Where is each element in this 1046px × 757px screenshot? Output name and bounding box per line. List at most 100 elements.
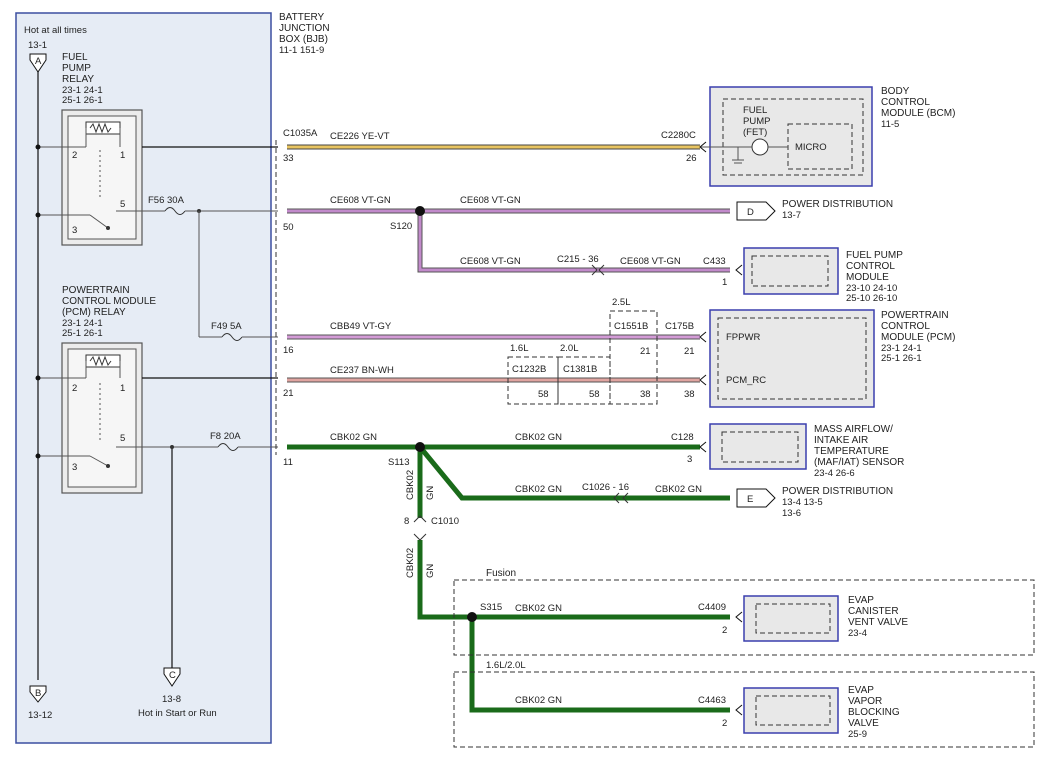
fuse-f56: F56 30A — [138, 195, 278, 337]
conn-c175b-pin-38: 38 — [684, 389, 695, 400]
fuse-f8: F8 20A — [138, 431, 278, 451]
pcm-relay-refs-1: 23-1 24-1 — [62, 318, 103, 329]
conn-c-note: Hot in Start or Run — [138, 708, 217, 719]
conn-a-ref: 13-1 — [28, 40, 47, 51]
bjb-refs: 11-1 151-9 — [279, 45, 324, 56]
evap-cvv-ref: 23-4 — [848, 628, 867, 639]
conn-c1232b-pin: 58 — [538, 389, 549, 400]
pcm-relay-title-2: CONTROL MODULE — [62, 296, 156, 307]
pcm-refs-2: 25-1 26-1 — [881, 353, 922, 364]
conn-c-letter: C — [169, 670, 176, 681]
conn-c1551b-pin: 21 — [640, 346, 651, 357]
pcm-relay-refs-2: 25-1 26-1 — [62, 328, 103, 339]
pcm-relay-title-1: POWERTRAIN — [62, 285, 130, 296]
wire-cbk02-vert-1: CBK02 — [405, 470, 416, 500]
maf-title-3: TEMPERATURE — [814, 446, 889, 457]
fusion-region: Fusion — [453, 568, 1035, 656]
wire-cbk02-label-f: CBK02 GN — [515, 695, 562, 706]
fp-relay-pin-1: 1 — [120, 150, 125, 161]
fpcm-title-3: MODULE — [846, 272, 889, 283]
wire-ce237-label: CE237 BN-WH — [330, 365, 394, 376]
evap-cvv-title-1: EVAP — [848, 595, 874, 606]
conn-c1010-pin: 8 — [404, 516, 409, 527]
bcm-micro: MICRO — [795, 142, 827, 153]
connector-b: B 13-12 — [28, 685, 52, 721]
evap-cvv-title-2: CANISTER — [848, 606, 899, 617]
label-1-6l: 1.6L — [510, 343, 529, 354]
bcm-title-1: BODY — [881, 86, 910, 97]
label-2-5l: 2.5L — [612, 297, 631, 308]
conn-c1381b: C1381B — [563, 364, 597, 375]
bjb-pin-21: 21 — [283, 388, 294, 399]
wire-cbk02-label-c: CBK02 GN — [515, 484, 562, 495]
conn-b-ref: 13-12 — [28, 710, 52, 721]
maf-iat-sensor: MASS AIRFLOW/ INTAKE AIR TEMPERATURE (MA… — [699, 423, 904, 479]
wire-ce226: CE226 YE-VT — [287, 131, 700, 150]
fuse-f8-label: F8 20A — [210, 431, 241, 442]
conn-c4409: C4409 — [698, 602, 726, 613]
evap-vbv-title-1: EVAP — [848, 685, 874, 696]
bcm-ref: 11-5 — [881, 119, 899, 130]
bcm-title-2: CONTROL — [881, 97, 930, 108]
fp-relay-refs-1: 23-1 24-1 — [62, 85, 103, 96]
pcm-title-3: MODULE (PCM) — [881, 332, 955, 343]
splice-s113: S113 — [388, 457, 409, 468]
bjb-pin-16: 16 — [283, 345, 294, 356]
bjb-pin-11: 11 — [283, 457, 293, 468]
power-distribution-d: D POWER DISTRIBUTION 13-7 — [736, 199, 893, 221]
pd-d-ref: 13-7 — [782, 210, 801, 221]
pd-d-title: POWER DISTRIBUTION — [782, 199, 893, 210]
fuse-f56-label: F56 30A — [148, 195, 185, 206]
pd-e-refs-1: 13-4 13-5 — [782, 497, 823, 508]
fp-relay-title-2: PUMP — [62, 63, 91, 74]
pcm-fppwr: FPPWR — [726, 332, 760, 343]
connector-c: C 13-8 Hot in Start or Run — [138, 448, 217, 719]
bjb-pin-33: 33 — [283, 153, 294, 164]
fp-relay-title-1: FUEL — [62, 52, 88, 63]
power-distribution-e: E POWER DISTRIBUTION 13-4 13-5 13-6 — [736, 486, 893, 519]
conn-b-letter: B — [35, 688, 41, 699]
evap-vbv-title-4: VALVE — [848, 718, 879, 729]
bcm-fet-2: PUMP — [743, 116, 770, 127]
pd-d-letter: D — [747, 207, 754, 218]
wire-cbk02-label-a: CBK02 GN — [330, 432, 377, 443]
wire-ce608: CE608 VT-GN CE608 VT-GN CE608 VT-GN CE60… — [287, 195, 730, 273]
wire-gn-vert-2: GN — [425, 564, 436, 578]
fpcm-refs-1: 23-10 24-10 — [846, 283, 897, 294]
pcm-relay: POWERTRAIN CONTROL MODULE (PCM) RELAY 23… — [35, 285, 156, 494]
bjb-pin-50: 50 — [283, 222, 294, 233]
evap-vbv-ref: 25-9 — [848, 729, 867, 740]
fuse-f49: F49 5A — [199, 321, 278, 341]
wire-cbk02-label-e: CBK02 GN — [515, 603, 562, 614]
bjb-title-3: BOX (BJB) — [279, 34, 328, 45]
body-control-module: MICRO FUEL PUMP (FET) BODY CONTROL MODUL… — [699, 86, 955, 187]
conn-c175b: C175B — [665, 321, 694, 332]
conn-c1551b-pin-38: 38 — [640, 389, 651, 400]
splice-s315: S315 — [480, 602, 502, 613]
fuel-pump-relay: FUEL PUMP RELAY 23-1 24-1 25-1 26-1 2 1 … — [35, 52, 143, 246]
wire-cbk02-label-b: CBK02 GN — [515, 432, 562, 443]
wire-ce608-label-c: CE608 VT-GN — [460, 256, 521, 267]
maf-title-2: INTAKE AIR — [814, 435, 868, 446]
label-2-0l: 2.0L — [560, 343, 579, 354]
fpcm-title-1: FUEL PUMP — [846, 250, 903, 261]
powertrain-control-module: FPPWR PCM_RC POWERTRAIN CONTROL MODULE (… — [699, 309, 955, 408]
bjb-title-2: JUNCTION — [279, 23, 330, 34]
bjb-title-1: BATTERY — [279, 12, 325, 23]
maf-refs: 23-4 26-6 — [814, 468, 855, 479]
conn-c1010: C1010 — [431, 516, 459, 527]
fuel-pump-control-module: FUEL PUMP CONTROL MODULE 23-10 24-10 25-… — [735, 247, 903, 304]
bjb-c1035a: C1035A — [283, 128, 318, 139]
evap-vbv-title-2: VAPOR — [848, 696, 882, 707]
fp-relay-refs-2: 25-1 26-1 — [62, 95, 103, 106]
maf-title-4: (MAF/IAT) SENSOR — [814, 457, 904, 468]
wire-cbk02: CBK02 GN CBK02 GN CBK02 GN CBK02 GN CBK0… — [287, 432, 730, 713]
fpcm-title-2: CONTROL — [846, 261, 895, 272]
conn-c433-pin: 1 — [722, 277, 727, 288]
conn-c128: C128 — [671, 432, 694, 443]
fuse-f49-label: F49 5A — [211, 321, 242, 332]
wire-ce608-label-d: CE608 VT-GN — [620, 256, 681, 267]
pcm-title-2: CONTROL — [881, 321, 930, 332]
conn-c1026: C1026 - 16 — [582, 482, 629, 493]
conn-c2280c-pin: 26 — [686, 153, 697, 164]
